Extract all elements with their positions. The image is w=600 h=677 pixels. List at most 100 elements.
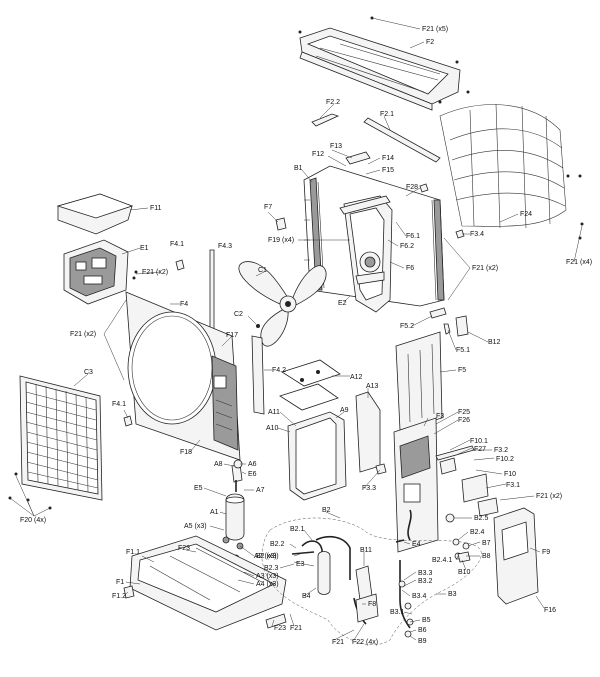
screw-icon (298, 30, 302, 34)
label-f20-4x: F20 (4x) (20, 517, 46, 524)
label-f21-x2a: F21 (x2) (142, 269, 168, 276)
strip-f2-2 (311, 113, 340, 127)
label-f9: F9 (542, 549, 550, 556)
label-f17: F17 (226, 332, 238, 339)
label-a12: A12 (350, 374, 363, 381)
label-b12: B12 (488, 339, 501, 346)
label-f27: F27 (474, 446, 486, 453)
label-c2: C2 (234, 311, 243, 318)
label-f14: F14 (382, 155, 394, 162)
clip-f28 (419, 183, 429, 193)
label-f4-1a: F4.1 (170, 241, 184, 248)
label-a13: A13 (366, 383, 379, 390)
label-a3-x3: A3 (x3) (256, 573, 279, 580)
fan-c1 (238, 261, 327, 347)
label-f1-1: F1.1 (126, 549, 140, 556)
label-b10: B10 (458, 569, 471, 576)
label-b3-3: B3.3 (418, 570, 433, 577)
label-b2-1: B2.1 (290, 526, 305, 533)
compressor-a1 (222, 459, 248, 582)
compressor-insulation-a9-a13 (279, 359, 381, 501)
label-a5-x3: A5 (x3) (184, 523, 207, 530)
label-f12: F12 (312, 151, 324, 158)
screw-icon (466, 90, 470, 94)
label-c1: C1 (258, 267, 267, 274)
label-f16: F16 (544, 607, 556, 614)
label-c3: C3 (84, 369, 93, 376)
label-f2: F2 (426, 39, 434, 46)
label-b2-3: B2.3 (264, 565, 279, 572)
screw-icon (438, 100, 442, 104)
leader-lines (9, 17, 583, 641)
label-a6: A6 (248, 461, 257, 468)
part-labels: F21 (x5) F2 F2.2 F2.1 F13 F12 F14 F15 B1… (20, 26, 592, 646)
front-grille-c3 (8, 375, 103, 510)
label-f3-3: F3.3 (362, 485, 376, 492)
top-cover-f2 (298, 16, 470, 111)
label-f3: F3 (436, 413, 444, 420)
label-b2-2: B2.2 (270, 541, 285, 548)
label-b5: B5 (422, 617, 431, 624)
label-f6-1: F6.1 (406, 233, 420, 240)
label-f4-2: F4.2 (272, 367, 286, 374)
label-b2-4: B2.4 (470, 529, 485, 536)
label-a7: A7 (256, 487, 265, 494)
label-f6-2: F6.2 (400, 243, 414, 250)
service-cover-f9 (493, 507, 539, 605)
strip-f2-1 (363, 117, 441, 163)
label-f3-4: F3.4 (470, 231, 484, 238)
label-f22-4x: F22 (4x) (352, 639, 378, 646)
label-f10-1: F10.1 (470, 438, 488, 445)
terminal-f10 (435, 445, 499, 517)
label-b6: B6 (418, 627, 427, 634)
label-f2-1: F2.1 (380, 111, 394, 118)
label-e2: E2 (338, 300, 347, 307)
label-b2-x3: B2 (x3) (256, 553, 279, 560)
label-f11: F11 (150, 205, 162, 212)
rod-f4-3 (209, 249, 215, 337)
plate-f4-2 (251, 335, 265, 415)
label-f3-1: F3.1 (506, 482, 520, 489)
label-f21-x2b: F21 (x2) (472, 265, 498, 272)
label-f5-2: F5.2 (400, 323, 414, 330)
label-f21a: F21 (290, 625, 302, 632)
label-f21-x2c: F21 (x2) (70, 331, 96, 338)
label-b9: B9 (418, 638, 427, 645)
bracket-f7 (275, 217, 287, 231)
label-f19-x4: F19 (x4) (268, 237, 294, 244)
label-b3-1: B3.1 (390, 609, 405, 616)
label-b3-4: B3.4 (412, 593, 427, 600)
label-f1: F1 (116, 579, 124, 586)
clip-f3-4 (455, 229, 465, 239)
clip-f4-1b (123, 415, 133, 427)
label-f21-x2d: F21 (x2) (536, 493, 562, 500)
label-f26: F26 (458, 417, 470, 424)
insulation-f11 (56, 193, 134, 235)
label-a4-x3: A4 (x3) (256, 581, 279, 588)
label-b2-5: B2.5 (474, 515, 489, 522)
label-a10: A10 (266, 425, 279, 432)
label-b8: B8 (482, 553, 491, 560)
control-box-e1 (63, 239, 138, 305)
label-a11: A11 (268, 409, 280, 416)
label-f4-3: F4.3 (218, 243, 232, 250)
label-f28: F28 (406, 184, 418, 191)
label-b1: B1 (294, 165, 303, 172)
label-f23b: F23 (274, 625, 286, 632)
label-e5: E5 (194, 485, 203, 492)
label-f18: F18 (180, 449, 192, 456)
label-f1-2: F1.2 (112, 593, 126, 600)
label-f24: F24 (520, 211, 532, 218)
label-e4: E4 (412, 541, 421, 548)
clip-f4-1 (175, 259, 185, 271)
label-b2: B2 (322, 507, 331, 514)
label-a2-x3: A2 (x3) (254, 553, 277, 560)
motor-bracket-f6 (339, 151, 393, 313)
label-b3: B3 (448, 591, 457, 598)
label-f7: F7 (264, 204, 272, 211)
label-f10-2: F10.2 (496, 456, 514, 463)
piping-assembly-b2 (261, 513, 482, 645)
service-panel-b12 (455, 315, 469, 337)
label-f5-1: F5.1 (456, 347, 470, 354)
